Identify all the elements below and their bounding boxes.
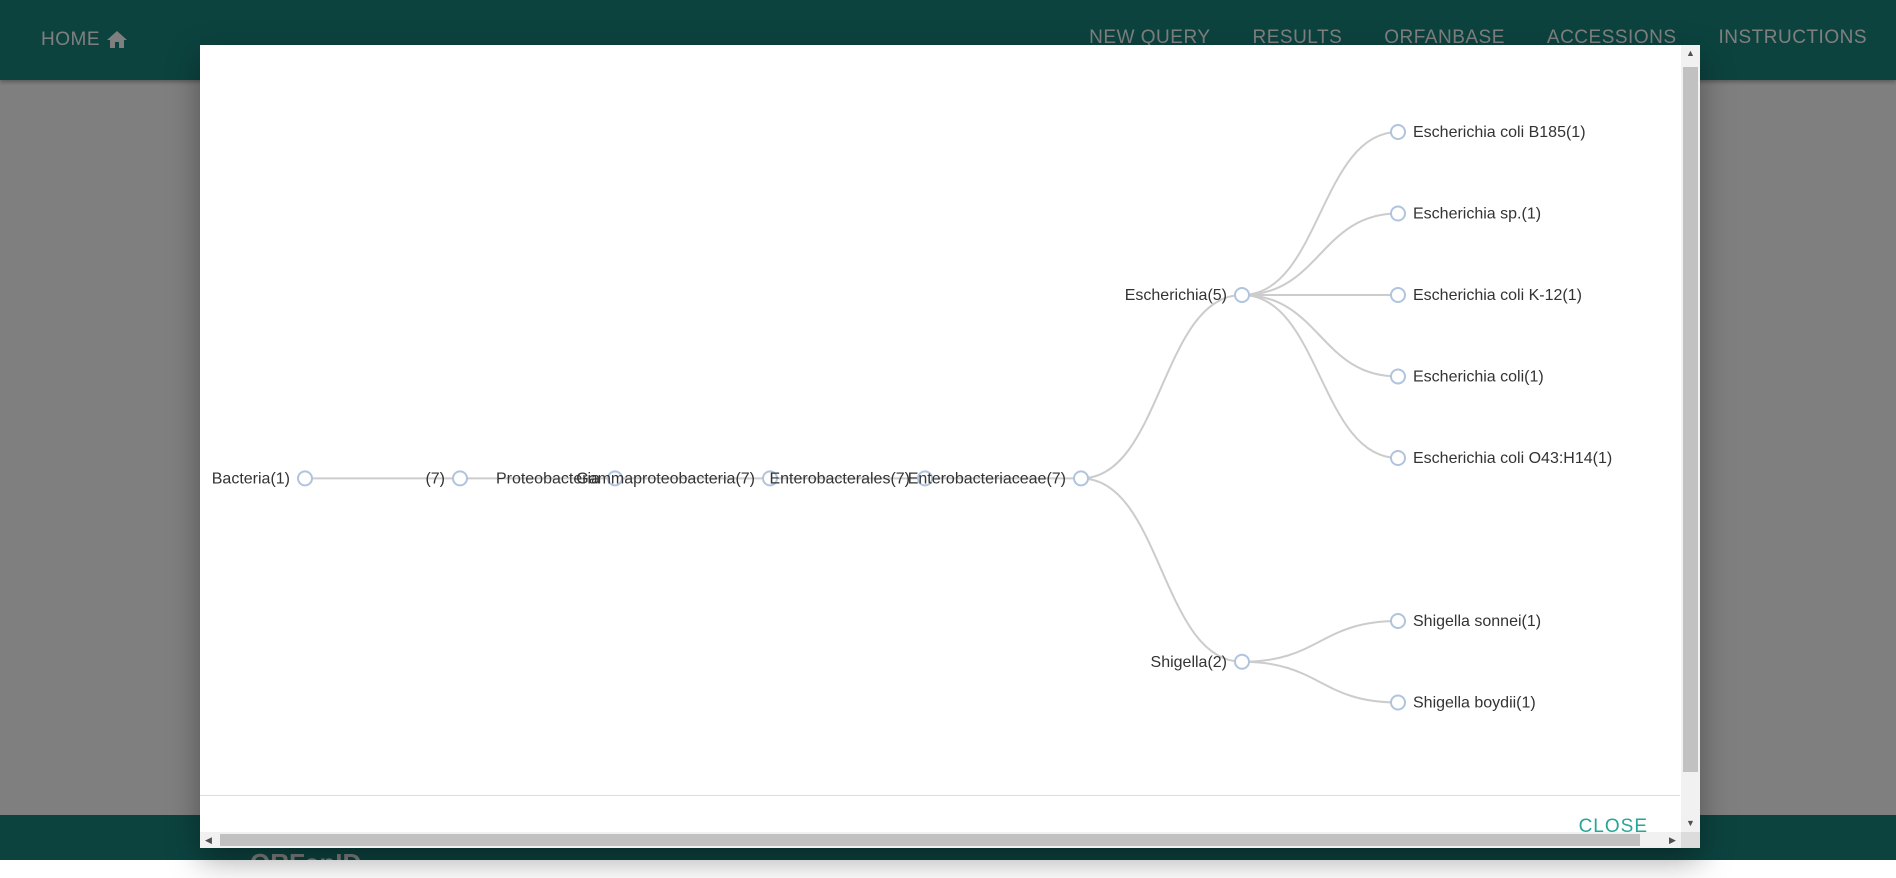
tree-link bbox=[1241, 660, 1399, 704]
tree-node[interactable]: Escherichia coli B185(1) bbox=[1390, 124, 1586, 141]
tree-node-circle[interactable] bbox=[1390, 694, 1406, 711]
tree-link bbox=[1241, 294, 1399, 459]
tree-node[interactable]: Gammaproteobacteria(7) bbox=[576, 470, 778, 487]
tree-node-circle[interactable] bbox=[762, 470, 778, 487]
scroll-down-arrow-icon[interactable]: ▼ bbox=[1686, 818, 1695, 828]
tree-node-label: (7) bbox=[425, 470, 445, 487]
tree-node[interactable]: Shigella(2) bbox=[1151, 653, 1250, 671]
scroll-right-arrow-icon[interactable]: ▶ bbox=[1669, 835, 1676, 845]
tree-node[interactable]: Escherichia coli(1) bbox=[1390, 368, 1544, 386]
tree-node-circle[interactable] bbox=[917, 470, 933, 487]
scrollbar-corner bbox=[1681, 832, 1700, 848]
tree-node-label: Shigella(2) bbox=[1151, 654, 1227, 671]
tree-node-circle[interactable] bbox=[1390, 368, 1406, 385]
tree-link bbox=[1241, 620, 1399, 663]
close-button[interactable]: CLOSE bbox=[1579, 816, 1648, 832]
tree-link bbox=[1241, 212, 1399, 296]
vertical-scroll-thumb[interactable] bbox=[1683, 67, 1698, 772]
tree-node-label: Escherichia sp.(1) bbox=[1413, 206, 1541, 223]
tree-link bbox=[1241, 131, 1399, 296]
tree-node-label: Enterobacterales(7) bbox=[769, 470, 910, 487]
tree-node-label: Escherichia(5) bbox=[1125, 287, 1227, 304]
tree-node-circle[interactable] bbox=[1390, 124, 1406, 140]
tree-node-circle[interactable] bbox=[1390, 613, 1406, 629]
tree-node-circle[interactable] bbox=[607, 470, 623, 487]
tree-node-circle[interactable] bbox=[1073, 470, 1089, 487]
tree-node[interactable]: Escherichia(5) bbox=[1125, 287, 1250, 304]
tree-node-circle[interactable] bbox=[1234, 653, 1250, 670]
scroll-up-arrow-icon[interactable]: ▲ bbox=[1686, 48, 1695, 58]
tree-node-label: Escherichia coli K-12(1) bbox=[1413, 287, 1582, 304]
tree-node[interactable]: Escherichia coli O43:H14(1) bbox=[1390, 450, 1612, 467]
tree-node-circle[interactable] bbox=[1390, 205, 1406, 222]
tree-node-label: Escherichia coli O43:H14(1) bbox=[1413, 450, 1612, 467]
tree-node[interactable]: Shigella boydii(1) bbox=[1390, 694, 1536, 712]
tree-node[interactable]: Proteobacteria bbox=[496, 470, 623, 487]
tree-node-label: Proteobacteria bbox=[496, 470, 600, 487]
tree-link bbox=[1080, 477, 1243, 663]
tree-node-label: Shigella boydii(1) bbox=[1413, 695, 1536, 712]
tree-node-label: Enterobacteriaceae(7) bbox=[908, 470, 1066, 487]
tree-node-label: Escherichia coli B185(1) bbox=[1413, 124, 1586, 141]
vertical-scrollbar[interactable]: ▲ ▼ bbox=[1681, 45, 1700, 832]
tree-node-circle[interactable] bbox=[452, 470, 468, 487]
tree-node-label: Gammaproteobacteria(7) bbox=[576, 470, 755, 487]
taxonomy-tree: Bacteria(1) (7) ProteobacteriaGammaproteob… bbox=[212, 124, 1612, 712]
tree-node-circle[interactable] bbox=[1390, 287, 1406, 303]
horizontal-scrollbar[interactable]: ◀ ▶ bbox=[200, 832, 1681, 848]
tree-link bbox=[1080, 294, 1243, 480]
tree-node-circle[interactable] bbox=[297, 470, 313, 487]
tree-node-circle[interactable] bbox=[1390, 450, 1406, 466]
tree-node-label: Bacteria(1) bbox=[212, 470, 290, 487]
tree-node-label: Shigella sonnei(1) bbox=[1413, 613, 1541, 630]
tree-node[interactable]: (7) bbox=[425, 470, 468, 487]
tree-node-label: Escherichia coli(1) bbox=[1413, 369, 1544, 386]
tree-node[interactable]: Enterobacterales(7) bbox=[769, 470, 933, 487]
modal-footer: CLOSE bbox=[200, 795, 1680, 832]
tree-node[interactable]: Enterobacteriaceae(7) bbox=[908, 470, 1089, 487]
tree-node-circle[interactable] bbox=[1234, 287, 1250, 303]
horizontal-scroll-thumb[interactable] bbox=[220, 834, 1640, 846]
scroll-left-arrow-icon[interactable]: ◀ bbox=[205, 835, 212, 845]
tree-node[interactable]: Bacteria(1) bbox=[212, 470, 313, 487]
tree-node[interactable]: Shigella sonnei(1) bbox=[1390, 613, 1541, 630]
tree-node[interactable]: Escherichia sp.(1) bbox=[1390, 205, 1541, 223]
tree-link bbox=[1241, 294, 1399, 378]
tree-node[interactable]: Escherichia coli K-12(1) bbox=[1390, 287, 1582, 304]
